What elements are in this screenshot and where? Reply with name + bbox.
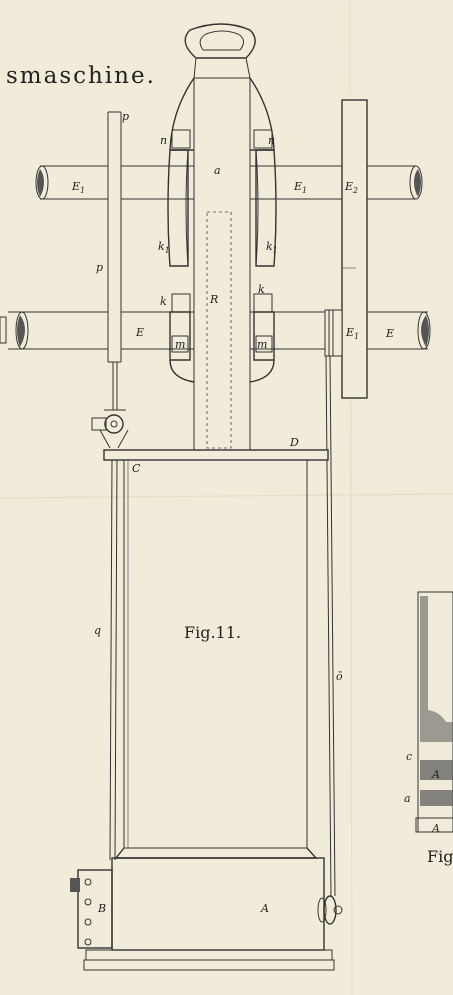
belt-o: [325, 355, 336, 897]
central-column: [184, 23, 256, 450]
label-k1-right: k1: [266, 240, 278, 255]
label-e1-left: E1: [71, 180, 85, 195]
label-e2: E2: [344, 180, 358, 195]
label-side-a-upper: A: [431, 768, 440, 781]
label-k1-left: k1: [158, 240, 170, 255]
label-side-c: c: [406, 750, 412, 763]
label-b: B: [97, 902, 106, 915]
base-a: [83, 857, 335, 971]
figure-label-partial: Fig: [427, 847, 453, 866]
label-a: a: [214, 164, 221, 177]
top-plate: [103, 449, 329, 461]
label-c: C: [132, 462, 141, 475]
label-o: ō: [336, 670, 343, 683]
wheel-e2: [341, 99, 368, 399]
label-m-left: m: [175, 338, 185, 351]
label-d: D: [289, 436, 299, 449]
label-p-top: p: [122, 110, 129, 123]
paper-fold-line-horizontal: [0, 493, 453, 499]
box-b: [70, 869, 113, 949]
lower-cam-blocks: [169, 293, 275, 383]
label-p-mid: p: [96, 261, 103, 274]
figure-label-main: Fig.11.: [184, 623, 241, 642]
label-r: R: [209, 293, 218, 306]
label-e-left: E: [135, 326, 144, 339]
main-housing: [114, 459, 318, 859]
label-q: q: [94, 624, 101, 637]
label-n-left: n: [160, 134, 167, 147]
rod-joint: [91, 409, 129, 449]
label-side-a-bottom: A: [431, 822, 440, 835]
label-m-right: m: [257, 338, 267, 351]
pulley-e1: [324, 309, 343, 357]
plate-title: smaschine.: [6, 63, 156, 89]
rod-p: [107, 111, 122, 410]
label-e1-mid: E1: [293, 180, 307, 195]
label-side-a-lower: a: [404, 792, 411, 805]
label-n-right: n: [268, 134, 275, 147]
label-k-left: k: [160, 295, 167, 308]
label-a-base: A: [260, 902, 269, 915]
rod-q: [109, 459, 118, 861]
label-k-right: k: [258, 283, 265, 296]
upper-cam-blocks: [167, 149, 277, 267]
base-pulley: [317, 895, 343, 925]
label-e-right: E: [385, 327, 394, 340]
label-e1-pulley: E1: [345, 326, 359, 341]
side-figure-partial: [415, 591, 453, 833]
